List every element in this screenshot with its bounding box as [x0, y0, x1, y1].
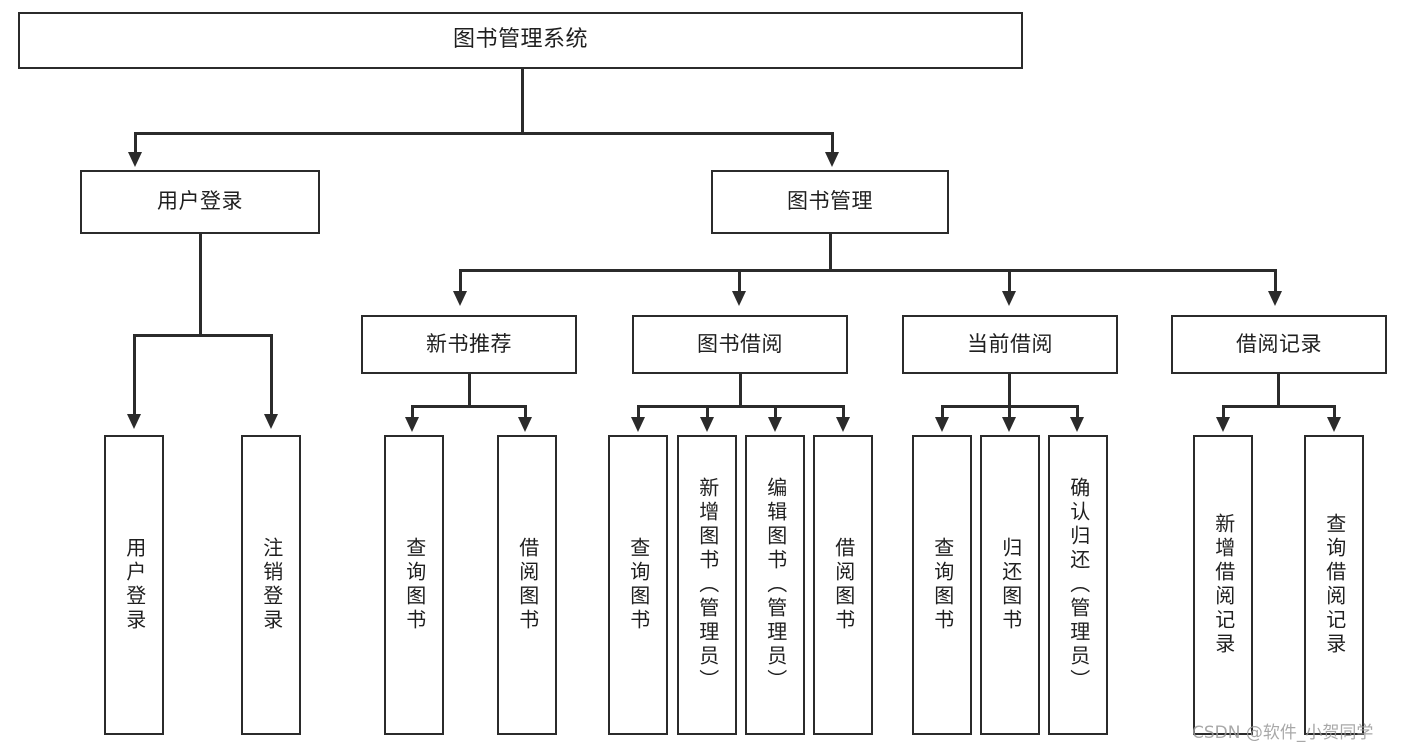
arrowhead-nbr-leaf-1: [405, 417, 419, 432]
connector-cb-drop-1: [941, 405, 944, 419]
arrowhead-root-to-user-login: [128, 152, 142, 167]
node-user-login[interactable]: 用户登录: [80, 170, 320, 234]
leaf-bb-borrow-book[interactable]: 借阅图书: [813, 435, 873, 735]
connector-br-stem: [1277, 374, 1280, 406]
arrowhead-bb-leaf-1: [631, 417, 645, 432]
connector-bm-drop-3: [1008, 269, 1011, 293]
leaf-bb-query-book[interactable]: 查询图书: [608, 435, 668, 735]
connector-br-drop-1: [1222, 405, 1225, 419]
arrowhead-bb-leaf-3: [768, 417, 782, 432]
arrowhead-user-login-leaf-1: [127, 414, 141, 429]
node-label: 图书管理系统: [452, 27, 588, 53]
connector-bb-stem: [739, 374, 742, 406]
node-label: 新书推荐: [426, 331, 512, 356]
connector-bm-drop-1: [459, 269, 462, 293]
node-borrow-record[interactable]: 借阅记录: [1171, 315, 1387, 374]
connector-cb-drop-3: [1076, 405, 1079, 419]
node-label: 查询借阅记录: [1322, 513, 1347, 657]
connector-bb-drop-2: [706, 405, 709, 419]
node-label: 确认归还（管理员）: [1066, 477, 1091, 693]
leaf-cb-confirm-return-admin[interactable]: 确认归还（管理员）: [1048, 435, 1108, 735]
leaf-nbr-borrow-book[interactable]: 借阅图书: [497, 435, 557, 735]
arrowhead-cb-leaf-3: [1070, 417, 1084, 432]
connector-bm-drop-2: [738, 269, 741, 293]
connector-br-bus: [1222, 405, 1336, 408]
arrowhead-cb-leaf-1: [935, 417, 949, 432]
connector-nbr-drop-2: [524, 405, 527, 419]
node-new-book-recommend[interactable]: 新书推荐: [361, 315, 577, 374]
node-label: 借阅图书: [831, 537, 856, 633]
arrowhead-bb-leaf-2: [700, 417, 714, 432]
connector-book-management-bus: [459, 269, 1277, 272]
connector-user-login-bus: [133, 334, 273, 337]
connector-root-to-book-management: [831, 132, 834, 154]
node-book-management[interactable]: 图书管理: [711, 170, 949, 234]
leaf-bb-edit-book-admin[interactable]: 编辑图书（管理员）: [745, 435, 805, 735]
node-label: 查询图书: [930, 537, 955, 633]
connector-nbr-bus: [411, 405, 527, 408]
connector-book-management-stem: [829, 234, 832, 271]
connector-bb-drop-4: [842, 405, 845, 419]
leaf-bb-add-book-admin[interactable]: 新增图书（管理员）: [677, 435, 737, 735]
arrowhead-bm-to-borrow-record: [1268, 291, 1282, 306]
node-label: 编辑图书（管理员）: [763, 477, 788, 693]
node-label: 用户登录: [157, 189, 243, 214]
arrowhead-bm-to-current-borrow: [1002, 291, 1016, 306]
node-book-borrow[interactable]: 图书借阅: [632, 315, 848, 374]
node-label: 借阅记录: [1236, 331, 1322, 356]
leaf-br-query-record[interactable]: 查询借阅记录: [1304, 435, 1364, 735]
node-label: 查询图书: [626, 537, 651, 633]
leaf-cb-return-book[interactable]: 归还图书: [980, 435, 1040, 735]
connector-bb-bus: [637, 405, 845, 408]
arrowhead-bm-to-book-borrow: [732, 291, 746, 306]
connector-root-bus: [134, 132, 834, 135]
arrowhead-cb-leaf-2: [1002, 417, 1016, 432]
connector-bb-drop-1: [637, 405, 640, 419]
arrowhead-bb-leaf-4: [836, 417, 850, 432]
leaf-user-login-login[interactable]: 用户登录: [104, 435, 164, 735]
node-label: 借阅图书: [515, 537, 540, 633]
connector-root-to-user-login: [134, 132, 137, 154]
node-label: 图书管理: [787, 189, 873, 214]
connector-bm-drop-4: [1274, 269, 1277, 293]
leaf-br-add-record[interactable]: 新增借阅记录: [1193, 435, 1253, 735]
node-label: 新增图书（管理员）: [695, 477, 720, 693]
node-label: 新增借阅记录: [1211, 513, 1236, 657]
leaf-nbr-query-book[interactable]: 查询图书: [384, 435, 444, 735]
connector-user-login-drop-1: [133, 334, 136, 416]
connector-user-login-drop-2: [270, 334, 273, 416]
connector-bb-drop-3: [774, 405, 777, 419]
leaf-user-login-logout[interactable]: 注销登录: [241, 435, 301, 735]
connector-nbr-drop-1: [411, 405, 414, 419]
arrowhead-root-to-book-management: [825, 152, 839, 167]
connector-br-drop-2: [1333, 405, 1336, 419]
node-root-book-management-system[interactable]: 图书管理系统: [18, 12, 1023, 69]
arrowhead-br-leaf-1: [1216, 417, 1230, 432]
leaf-cb-query-book[interactable]: 查询图书: [912, 435, 972, 735]
arrowhead-user-login-leaf-2: [264, 414, 278, 429]
node-label: 注销登录: [259, 537, 284, 633]
node-label: 用户登录: [122, 537, 147, 633]
node-label: 当前借阅: [967, 331, 1053, 356]
node-label: 归还图书: [998, 537, 1023, 633]
connector-user-login-stem: [199, 234, 202, 335]
arrowhead-bm-to-new-book: [453, 291, 467, 306]
arrowhead-br-leaf-2: [1327, 417, 1341, 432]
connector-root-stem: [521, 69, 524, 133]
node-label: 查询图书: [402, 537, 427, 633]
node-current-borrow[interactable]: 当前借阅: [902, 315, 1118, 374]
connector-cb-stem: [1008, 374, 1011, 406]
arrowhead-nbr-leaf-2: [518, 417, 532, 432]
connector-nbr-stem: [468, 374, 471, 406]
connector-cb-drop-2: [1008, 405, 1011, 419]
node-label: 图书借阅: [697, 331, 783, 356]
